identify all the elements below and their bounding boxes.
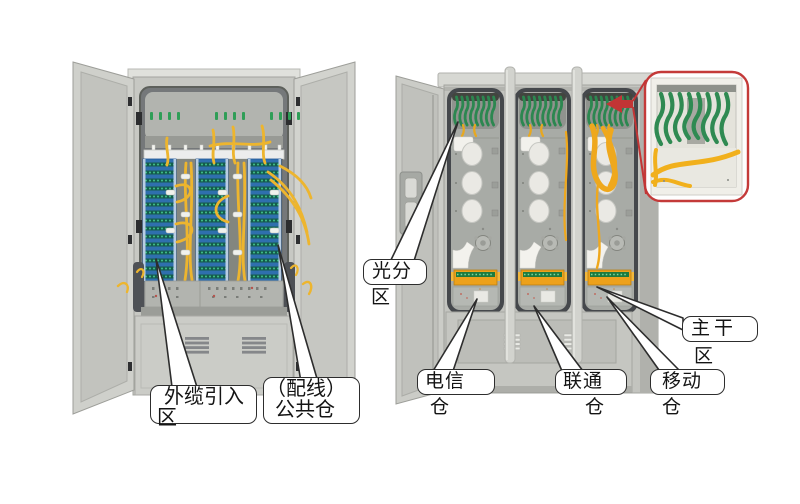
- label-text: 联通: [563, 371, 604, 392]
- label-text: 公共仓: [275, 399, 335, 421]
- right-cabinet-photo: [395, 66, 663, 405]
- bay-extra-fibers: [563, 123, 618, 270]
- label-unicom-bay: 联通 仓: [555, 369, 627, 419]
- label-text: 仓: [585, 397, 605, 418]
- inset-fiber-ribbon: [650, 148, 741, 188]
- vent-slots: [185, 337, 266, 354]
- label-optical-split-zone: 光分 区: [363, 259, 427, 309]
- bay-unicom: [512, 86, 573, 316]
- left-cabinet-left-door: [72, 61, 135, 415]
- splitter-fins: [654, 91, 731, 147]
- label-text: 外缆引入: [164, 386, 244, 408]
- label-text: 电信: [425, 371, 466, 392]
- label-telecom-bay: 电信 仓: [417, 369, 495, 419]
- zoom-arrow-icon: [606, 79, 647, 195]
- label-text: 仓: [430, 397, 450, 418]
- label-cable-entry-zone: 外缆引入 区: [150, 385, 257, 429]
- front-mullions: [504, 66, 583, 364]
- label-wiring-common-bay: （配线） 公共仓: [263, 377, 360, 424]
- bay-telecom: [445, 86, 506, 316]
- label-text: 区: [694, 346, 714, 367]
- zoom-inset-photo: [643, 70, 750, 203]
- label-text: 主干: [691, 318, 738, 339]
- left-cabinet-right-door: [293, 61, 356, 415]
- label-text: 区: [371, 287, 391, 308]
- label-text: （配线）: [266, 378, 346, 400]
- label-text: 移动: [662, 371, 703, 392]
- bay-mobile: [579, 86, 640, 316]
- label-trunk-zone: 主干 区: [682, 316, 758, 368]
- parking-panel: [145, 92, 283, 140]
- cable-bracket-left: [133, 262, 144, 312]
- label-mobile-bay: 移动 仓: [650, 369, 725, 419]
- parking-adapter-row: [150, 112, 300, 120]
- label-text: 区: [157, 407, 177, 429]
- callout-pointers: [155, 121, 684, 388]
- fiber-clips: [165, 173, 280, 256]
- label-text: 光分: [372, 261, 413, 282]
- label-text: 仓: [662, 397, 682, 418]
- adapter-panel-columns: [142, 158, 282, 282]
